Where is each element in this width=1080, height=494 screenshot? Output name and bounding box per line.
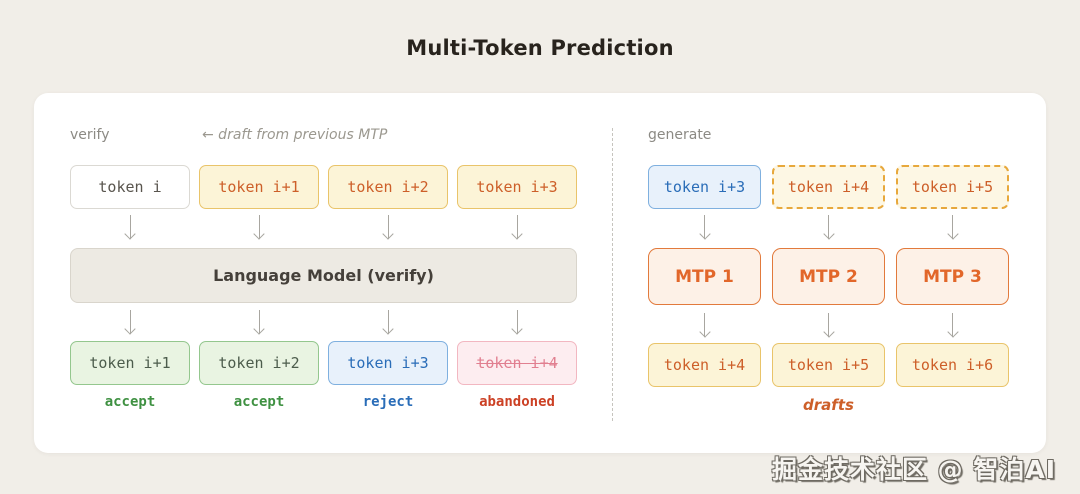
down-arrow-icon: [516, 310, 518, 334]
generate-arrows-top: [648, 215, 1009, 239]
arrow-cell: [199, 215, 319, 239]
token-box-i2-draft: token i+2: [328, 165, 448, 209]
status-label-accept: accept: [104, 394, 156, 410]
verify-status-row: accept accept reject abandoned: [70, 394, 577, 410]
generate-output-token-row: token i+4 token i+5 token i+6: [648, 343, 1009, 387]
token-label: token i+4: [476, 354, 558, 372]
token-box-i1-draft: token i+1: [199, 165, 319, 209]
down-arrow-icon: [828, 215, 829, 239]
token-label: token i+2: [218, 354, 300, 372]
arrow-cell: [199, 310, 319, 334]
down-arrow-icon: [129, 310, 131, 334]
down-arrow-icon: [828, 313, 829, 337]
token-box-i5-draft-out: token i+5: [772, 343, 885, 387]
arrow-cell: [328, 215, 448, 239]
generate-arrows-bottom: [648, 313, 1009, 337]
mtp-module-row: MTP 1 MTP 2 MTP 3: [648, 248, 1009, 305]
arrow-cell: [772, 215, 885, 239]
down-arrow-icon: [258, 215, 260, 239]
draft-hint-label: ← draft from previous MTP: [202, 127, 388, 143]
token-label: token i+3: [663, 178, 746, 196]
status-label-abandoned: abandoned: [479, 394, 555, 410]
verify-arrows-top: [70, 215, 577, 239]
verify-arrows-bottom: [70, 310, 577, 334]
token-label: token i+1: [89, 354, 171, 372]
arrow-cell: [772, 313, 885, 337]
watermark: 掘金技术社区 @ 智泊AI: [771, 455, 1056, 484]
down-arrow-icon: [387, 310, 389, 334]
token-box-i2-accepted: token i+2: [199, 341, 319, 385]
arrow-cell: [896, 215, 1009, 239]
token-label: token i+5: [911, 178, 994, 196]
verify-section-label: verify: [70, 127, 110, 143]
down-arrow-icon: [516, 215, 518, 239]
arrow-cell: [896, 313, 1009, 337]
verify-input-token-row: token i token i+1 token i+2 token i+3: [70, 165, 577, 209]
status-label-reject: reject: [362, 394, 414, 410]
token-box-i4-draft-out: token i+4: [648, 343, 761, 387]
token-box-i: token i: [70, 165, 190, 209]
token-box-i3-draft: token i+3: [457, 165, 577, 209]
token-box-i3-rejected: token i+3: [328, 341, 448, 385]
page-title: Multi-Token Prediction: [406, 36, 674, 60]
verify-output-token-row: token i+1 token i+2 token i+3 token i+4: [70, 341, 577, 385]
token-label: token i+1: [218, 178, 300, 196]
down-arrow-icon: [704, 215, 705, 239]
arrow-cell: [70, 215, 190, 239]
token-label: token i+3: [347, 354, 429, 372]
language-model-box: Language Model (verify): [70, 248, 577, 303]
generate-input-token-row: token i+3 token i+4 token i+5: [648, 165, 1009, 209]
token-label: token i+4: [663, 356, 746, 374]
arrow-cell: [457, 215, 577, 239]
down-arrow-icon: [952, 313, 953, 337]
token-label: token i+4: [787, 178, 870, 196]
token-label: token i+6: [911, 356, 994, 374]
token-box-i6-draft-out: token i+6: [896, 343, 1009, 387]
arrow-cell: [648, 215, 761, 239]
token-label: token i+2: [347, 178, 429, 196]
token-box-i5-pending: token i+5: [896, 165, 1009, 209]
generate-section-label: generate: [648, 127, 712, 143]
arrow-cell: [70, 310, 190, 334]
token-label: token i: [98, 178, 162, 196]
mtp-1-box: MTP 1: [648, 248, 761, 305]
arrow-cell: [648, 313, 761, 337]
down-arrow-icon: [129, 215, 131, 239]
token-box-i3-input: token i+3: [648, 165, 761, 209]
mtp-3-box: MTP 3: [896, 248, 1009, 305]
down-arrow-icon: [952, 215, 953, 239]
token-label: token i+3: [476, 178, 558, 196]
down-arrow-icon: [387, 215, 389, 239]
arrow-cell: [457, 310, 577, 334]
token-box-i4-abandoned: token i+4: [457, 341, 577, 385]
token-box-i1-accepted: token i+1: [70, 341, 190, 385]
drafts-label: drafts: [803, 396, 854, 414]
down-arrow-icon: [704, 313, 705, 337]
token-label: token i+5: [787, 356, 870, 374]
arrow-cell: [328, 310, 448, 334]
diagram-card: verify ← draft from previous MTP token i…: [34, 93, 1046, 453]
token-box-i4-pending: token i+4: [772, 165, 885, 209]
status-label-accept: accept: [233, 394, 285, 410]
section-divider: [612, 128, 613, 421]
down-arrow-icon: [258, 310, 260, 334]
mtp-2-box: MTP 2: [772, 248, 885, 305]
